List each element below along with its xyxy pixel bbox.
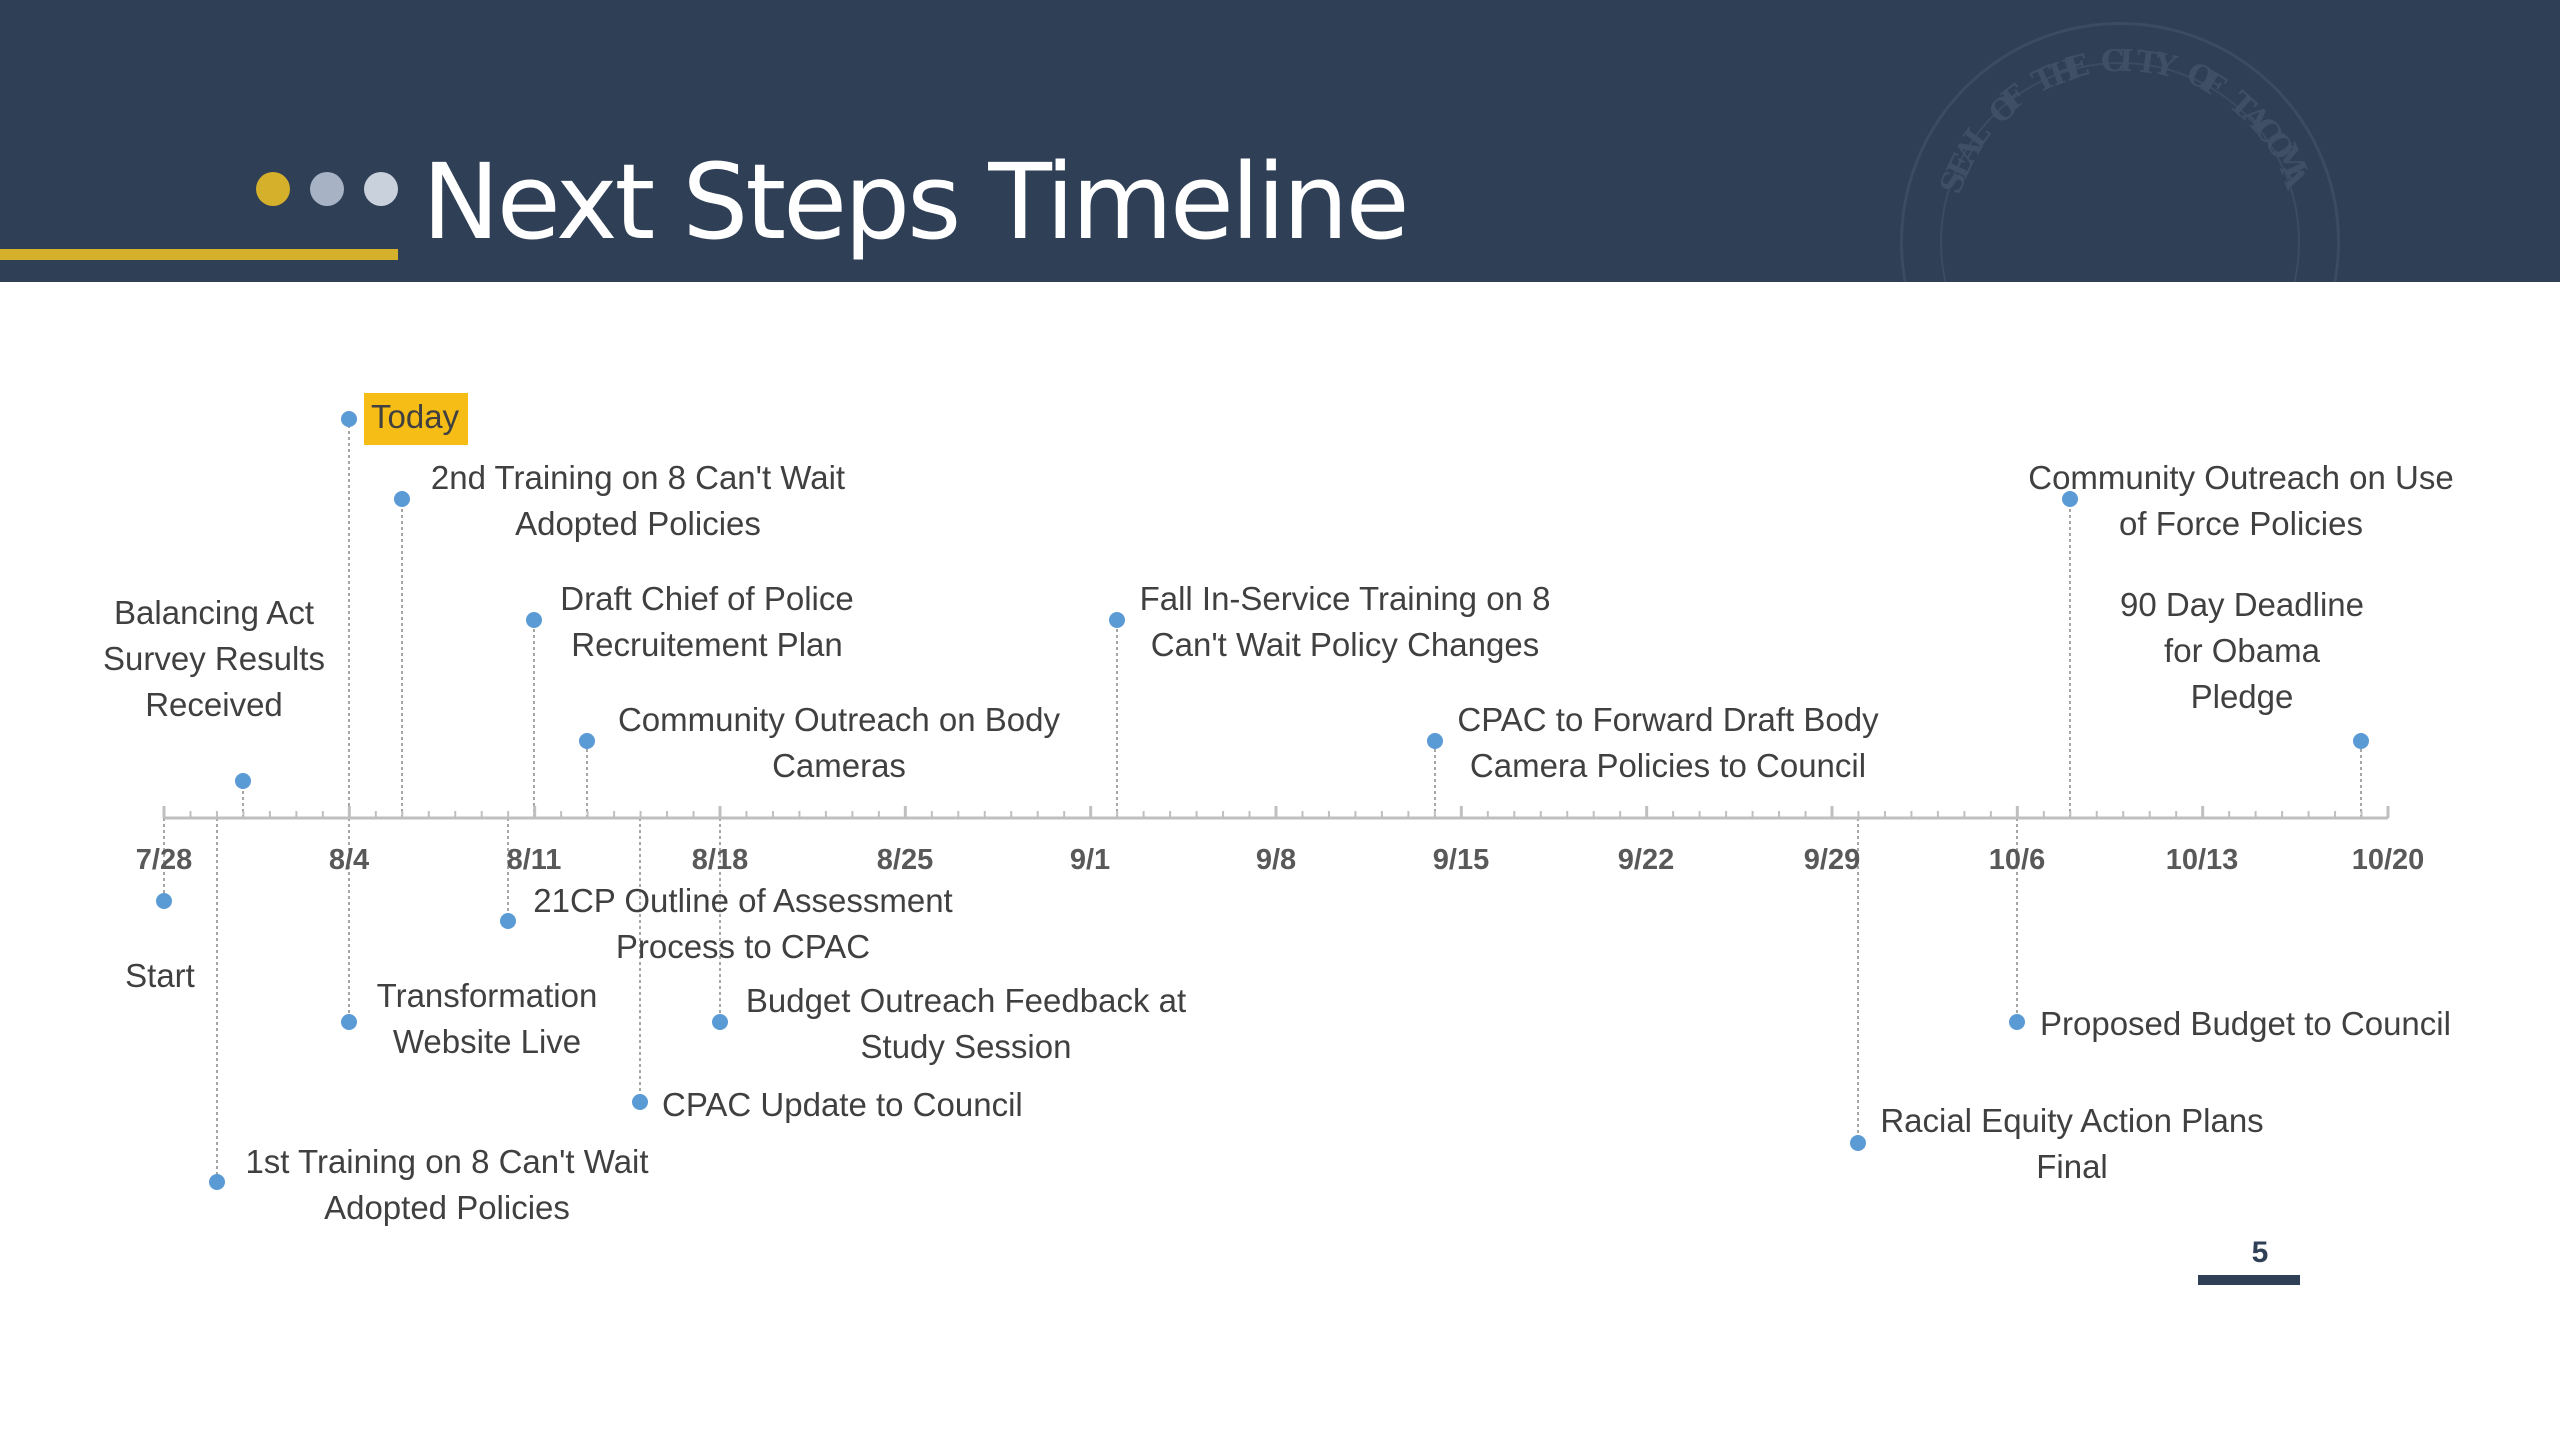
event-marker [341,1014,357,1030]
page-number-underline [2198,1275,2300,1285]
event-fall-in-service-line-2: Can't Wait Policy Changes [1150,626,1540,663]
event-21cp-outline-line-1: 21CP Outline of Assessment [533,882,953,919]
event-outreach-body-cameras: Community Outreach on Body Cameras [598,697,1080,789]
event-2nd-training-line-1: 2nd Training on 8 Can't Wait [430,459,846,496]
title-dot-light [364,172,398,206]
event-cpac-update: CPAC Update to Council [662,1086,1023,1123]
event-budget-outreach-line-2: Study Session [860,1028,1072,1065]
event-draft-chief-line-1: Draft Chief of Police [560,580,854,617]
event-marker [712,1014,728,1030]
event-cpac-forward-line-1: CPAC to Forward Draft Body [1457,701,1879,738]
event-90-day-deadline-line-2: for Obama [2164,632,2320,669]
today-highlight [364,393,468,445]
tick-label: 9/29 [1803,844,1861,876]
event-racial-equity-line-1: Racial Equity Action Plans [1880,1102,2264,1139]
event-marker [235,773,251,789]
slide-title: Next Steps Timeline [422,141,1410,263]
event-budget-outreach: Budget Outreach Feedback at Study Sessio… [734,978,1198,1070]
event-2nd-training: 2nd Training on 8 Can't Wait Adopted Pol… [418,455,858,547]
tick-label: 9/1 [1069,844,1111,876]
event-90-day-deadline: 90 Day Deadline for Obama Pledge [2100,582,2384,720]
event-draft-chief: Draft Chief of Police Recruitement Plan [534,576,880,668]
event-90-day-deadline-line-1: 90 Day Deadline [2120,586,2364,623]
event-1st-training-line-2: Adopted Policies [324,1189,570,1226]
event-marker [579,733,595,749]
event-proposed-budget: Proposed Budget to Council [2040,1005,2451,1042]
event-marker [1850,1135,1866,1151]
event-budget-outreach-line-1: Budget Outreach Feedback at [745,982,1187,1019]
event-marker [341,411,357,427]
tick-label: 8/11 [506,844,562,876]
title-accent-line [0,249,398,260]
event-transformation-website-line-1: Transformation [376,977,598,1014]
event-outreach-use-of-force-line-2: of Force Policies [2119,505,2363,542]
event-21cp-outline: 21CP Outline of Assessment Process to CP… [520,878,966,970]
event-transformation-website-line-2: Website Live [392,1023,582,1060]
event-markers [156,411,2369,1190]
title-dot-gray [310,172,344,206]
tick-label: 8/25 [876,844,934,876]
event-fall-in-service: Fall In-Service Training on 8 Can't Wait… [1122,576,1568,668]
event-1st-training-line-1: 1st Training on 8 Can't Wait [245,1143,649,1180]
event-marker [2353,733,2369,749]
tick-label: 9/8 [1255,844,1297,876]
tick-label: 10/13 [2165,844,2239,876]
event-fall-in-service-line-1: Fall In-Service Training on 8 [1139,580,1551,617]
event-marker [2009,1014,2025,1030]
event-balancing-act: Balancing Act Survey Results Received [92,590,336,728]
event-marker [1427,733,1443,749]
event-marker [209,1174,225,1190]
event-balancing-act-line-3: Received [145,686,283,723]
event-marker [156,893,172,909]
event-outreach-use-of-force: Community Outreach on Use of Force Polic… [2016,455,2466,547]
event-balancing-act-line-2: Survey Results [103,640,325,677]
event-2nd-training-line-2: Adopted Policies [515,505,761,542]
event-1st-training: 1st Training on 8 Can't Wait Adopted Pol… [222,1139,672,1231]
event-balancing-act-line-1: Balancing Act [114,594,314,631]
event-racial-equity: Racial Equity Action Plans Final [1860,1098,2284,1190]
event-outreach-use-of-force-line-1: Community Outreach on Use [2028,459,2454,496]
event-draft-chief-line-2: Recruitement Plan [571,626,843,663]
event-marker [2062,491,2078,507]
title-dot-gold [256,172,290,206]
event-today: Today [371,398,460,435]
event-outreach-body-cameras-line-1: Community Outreach on Body [617,701,1061,738]
event-transformation-website: Transformation Website Live [362,973,612,1065]
tick-label: 7/28 [135,844,193,876]
event-90-day-deadline-line-3: Pledge [2190,678,2294,715]
event-cpac-forward: CPAC to Forward Draft Body Camera Polici… [1450,697,1886,789]
event-marker [632,1094,648,1110]
leader-lines [163,419,2362,1182]
event-start: Start [125,957,195,994]
event-marker [500,913,516,929]
event-cpac-forward-line-2: Camera Policies to Council [1469,747,1867,784]
tick-label: 10/6 [1988,844,2046,876]
event-marker [526,612,542,628]
tick-label: 8/18 [691,844,749,876]
page-number: 5 [2251,1236,2269,1269]
tick-label: 10/20 [2351,844,2425,876]
timeline-axis [162,806,2390,820]
tick-label: 9/15 [1432,844,1490,876]
event-marker [394,491,410,507]
tick-label: 8/4 [328,844,370,876]
event-racial-equity-line-2: Final [2036,1148,2108,1185]
event-outreach-body-cameras-line-2: Cameras [772,747,906,784]
event-21cp-outline-line-2: Process to CPAC [615,928,871,965]
event-marker [1109,612,1125,628]
tick-label: 9/22 [1617,844,1675,876]
